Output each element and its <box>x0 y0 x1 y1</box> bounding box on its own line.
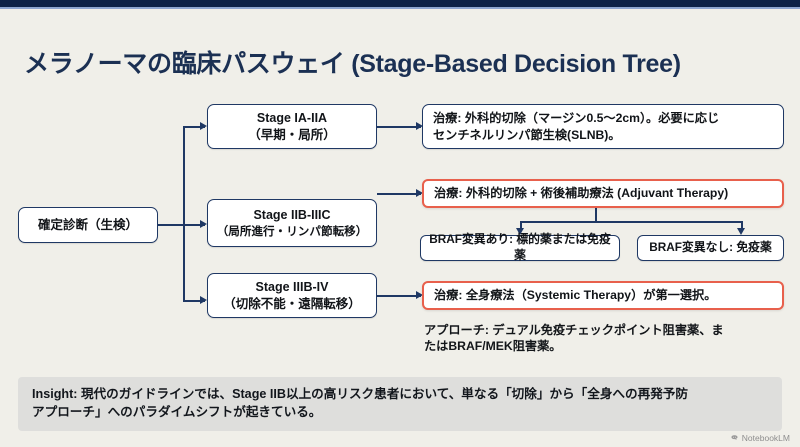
insight-line1: Insight: 現代のガイドラインでは、Stage IIB以上の高リスク患者に… <box>32 387 688 401</box>
insight-line2: アプローチ」へのパラダイムシフトが起きている。 <box>32 405 322 420</box>
node-treatment-early[interactable]: 治療: 外科的切除（マージン0.5〜2cm）。必要に応じ センチネルリンパ節生検… <box>422 104 784 149</box>
node-treatment-systemic-label: 治療: 全身療法（Systemic Therapy）が第一選択。 <box>434 288 717 303</box>
approach-note-line2: たはBRAF/MEK阻害薬。 <box>424 339 562 354</box>
connector-stage1-treatment <box>377 126 421 128</box>
node-braf-wildtype-label: BRAF変異なし: 免疫薬 <box>649 240 772 255</box>
arrow-to-stage2 <box>200 220 207 228</box>
node-stage-iiib-iv-line2: （切除不能・遠隔転移） <box>223 296 361 311</box>
node-confirmed-diagnosis-label: 確定診断（生検） <box>37 217 138 232</box>
node-braf-mutant-label: BRAF変異あり: 標的薬または免疫薬 <box>429 232 611 262</box>
watermark: NotebookLM <box>730 433 790 443</box>
arrow-to-treatment1 <box>416 122 423 130</box>
top-accent-line <box>0 7 800 9</box>
notebooklm-logo-icon <box>731 434 738 440</box>
arrow-to-stage3 <box>200 296 207 304</box>
node-confirmed-diagnosis[interactable]: 確定診断（生検） <box>18 207 158 243</box>
node-stage-iib-iiic-line2: （局所進行・リンパ節転移） <box>216 224 368 238</box>
insight-box: Insight: 現代のガイドラインでは、Stage IIB以上の高リスク患者に… <box>18 377 782 431</box>
node-stage-ia-iia-line2: （早期・局所） <box>248 127 336 142</box>
connector-branch-stage3 <box>183 300 205 302</box>
connector-branch-stage2 <box>183 224 205 226</box>
node-treatment-adjuvant-label: 治療: 外科的切除 + 術後補助療法 (Adjuvant Therapy) <box>434 186 729 201</box>
approach-note-line1: アプローチ: デュアル免疫チェックポイント阻害薬、ま <box>424 323 724 337</box>
node-braf-mutant[interactable]: BRAF変異あり: 標的薬または免疫薬 <box>420 232 620 262</box>
arrow-to-braf-mutant <box>516 228 524 235</box>
connector-braf-left-down <box>520 221 522 230</box>
connector-adjuvant-down <box>595 208 597 222</box>
node-treatment-early-line2: センチネルリンパ節生検(SLNB)。 <box>433 127 621 142</box>
arrow-to-braf-wildtype <box>737 228 745 235</box>
node-stage-iiib-iv[interactable]: Stage IIIB-IV （切除不能・遠隔転移） <box>207 273 377 318</box>
page-title: メラノーマの臨床パスウェイ (Stage-Based Decision Tree… <box>24 50 681 78</box>
connector-braf-right-down <box>741 221 743 230</box>
connector-trunk <box>183 126 185 300</box>
node-stage-ia-iia-line1: Stage IA-IIA <box>256 111 328 125</box>
node-treatment-systemic[interactable]: 治療: 全身療法（Systemic Therapy）が第一選択。 <box>422 281 784 310</box>
arrow-to-treatment2 <box>416 189 423 197</box>
connector-branch-stage1 <box>183 126 205 128</box>
connector-root-out <box>158 224 184 226</box>
node-stage-iiib-iv-line1: Stage IIIB-IV <box>255 280 329 294</box>
watermark-label: NotebookLM <box>741 433 790 443</box>
arrow-to-treatment3 <box>416 291 423 299</box>
top-accent-bar <box>0 0 800 7</box>
node-stage-iib-iiic-line1: Stage IIB-IIIC <box>253 208 331 223</box>
arrow-to-stage1 <box>200 122 207 130</box>
node-stage-ia-iia[interactable]: Stage IA-IIA （早期・局所） <box>207 104 377 149</box>
connector-stage2-treatment <box>377 193 421 195</box>
node-treatment-early-line1: 治療: 外科的切除（マージン0.5〜2cm）。必要に応じ <box>433 111 720 126</box>
node-stage-iib-iiic[interactable]: Stage IIB-IIIC （局所進行・リンパ節転移） <box>207 199 377 247</box>
node-braf-wildtype[interactable]: BRAF変異なし: 免疫薬 <box>637 235 784 261</box>
node-treatment-adjuvant[interactable]: 治療: 外科的切除 + 術後補助療法 (Adjuvant Therapy) <box>422 179 784 208</box>
approach-note: アプローチ: デュアル免疫チェックポイント阻害薬、ま たはBRAF/MEK阻害薬… <box>424 322 784 355</box>
connector-stage3-treatment <box>377 295 421 297</box>
connector-braf-crossbar <box>520 221 742 223</box>
